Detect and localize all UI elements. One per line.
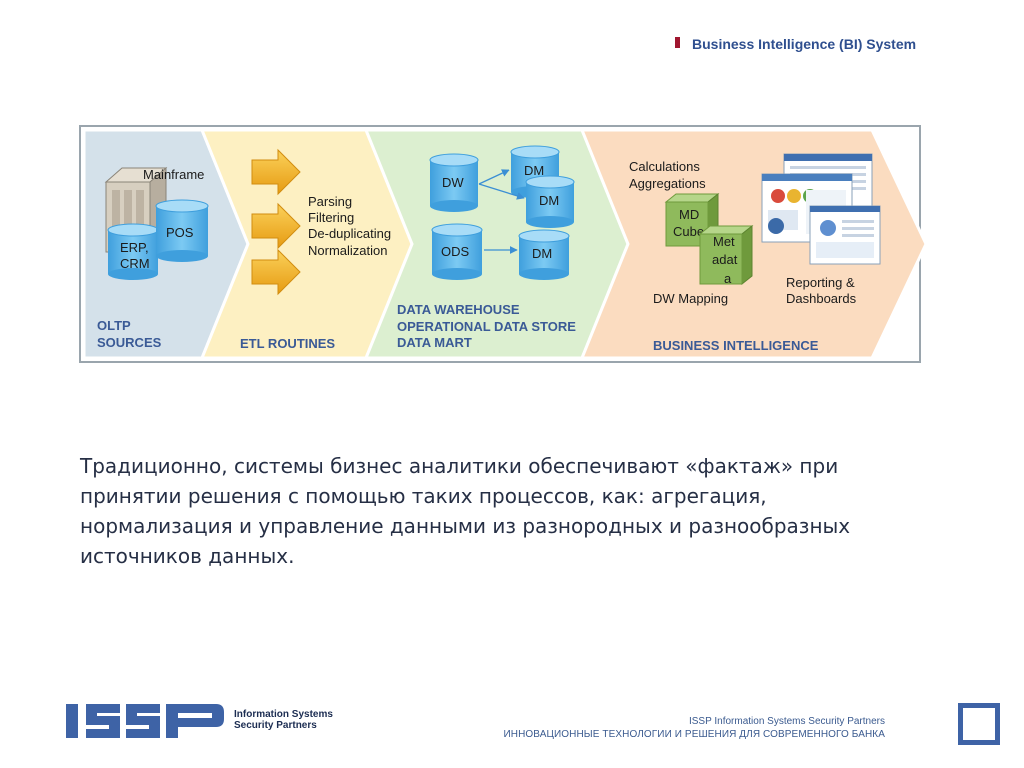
etl-step-parsing: Parsing — [308, 194, 352, 209]
etl-step-normalization: Normalization — [308, 243, 387, 258]
label-metadata-2: adat — [712, 252, 738, 267]
label-calculations: Calculations — [629, 159, 700, 174]
title-marker — [675, 37, 680, 48]
etl-arrow-icon — [251, 248, 301, 296]
label-mainframe: Mainframe — [143, 167, 204, 182]
dm-database-icon — [518, 229, 570, 280]
stage-label-oltp-line2: SOURCES — [97, 335, 162, 350]
body-paragraph: Традиционно, системы бизнес аналитики об… — [80, 454, 851, 568]
label-dm-1: DM — [524, 163, 544, 178]
stage-label-oltp-line1: OLTP — [97, 318, 131, 333]
erp-crm-database-icon — [107, 223, 159, 280]
etl-step-filtering: Filtering — [308, 210, 354, 225]
etl-arrow-icon — [251, 148, 301, 196]
logo-caption: Information Systems Security Partners — [234, 709, 333, 731]
stage-label-dw-line1: DATA WAREHOUSE — [397, 302, 520, 317]
label-metadata-3: a — [724, 271, 732, 286]
footer-tagline: ИННОВАЦИОННЫЕ ТЕХНОЛОГИИ И РЕШЕНИЯ ДЛЯ С… — [503, 729, 885, 740]
logo-caption-line1: Information Systems — [234, 709, 333, 720]
dm-database-icon — [525, 175, 575, 228]
label-pos: POS — [166, 225, 194, 240]
label-reporting: Reporting & — [786, 275, 855, 290]
etl-arrow-icon — [251, 202, 301, 250]
label-ods: ODS — [441, 244, 470, 259]
label-crm: CRM — [120, 256, 150, 271]
flow-arrow — [478, 183, 525, 200]
corner-square-icon — [958, 703, 1000, 745]
issp-logo — [66, 704, 224, 738]
pos-database-icon — [155, 199, 209, 262]
ods-database-icon — [431, 223, 483, 280]
label-dashboards: Dashboards — [786, 291, 857, 306]
etl-step-dedup: De-duplicating — [308, 226, 391, 241]
stage-label-etl: ETL ROUTINES — [240, 336, 335, 351]
label-dm-3: DM — [532, 246, 552, 261]
dashboard-screenshots-icon — [761, 153, 881, 265]
label-aggregations: Aggregations — [629, 176, 706, 191]
stage-label-bi: BUSINESS INTELLIGENCE — [653, 338, 819, 353]
label-md: MD — [679, 207, 699, 222]
logo-caption-line2: Security Partners — [234, 720, 317, 731]
stage-label-dw-line3: DATA MART — [397, 335, 472, 350]
label-dw-mapping: DW Mapping — [653, 291, 728, 306]
metadata-cube-icon — [698, 224, 754, 286]
dw-database-icon — [429, 153, 479, 212]
label-metadata-1: Met — [713, 234, 735, 249]
label-dw: DW — [442, 175, 464, 190]
label-erp: ERP, — [120, 240, 149, 255]
footer-company-name: ISSP Information Systems Security Partne… — [688, 716, 885, 727]
label-cube: Cube — [673, 224, 704, 239]
flow-arrow — [478, 169, 510, 185]
slide-title: Business Intelligence (BI) System — [692, 36, 917, 52]
stage-label-dw-line2: OPERATIONAL DATA STORE — [397, 319, 576, 334]
label-dm-2: DM — [539, 193, 559, 208]
